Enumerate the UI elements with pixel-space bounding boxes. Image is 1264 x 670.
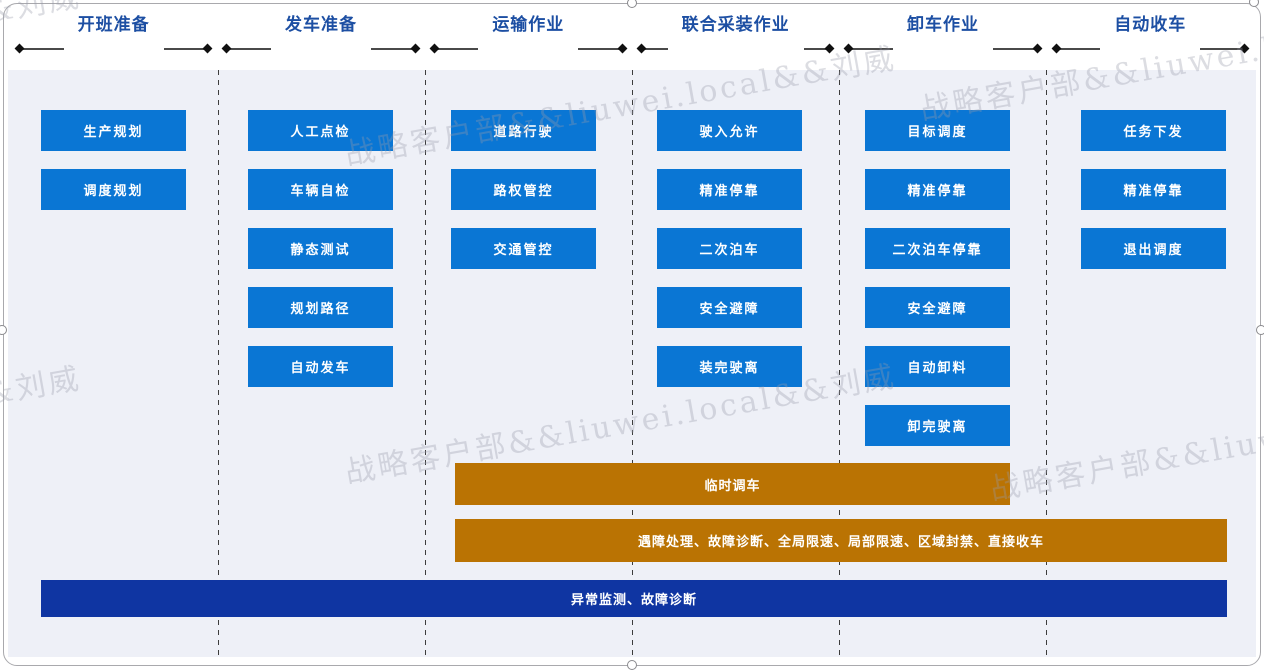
header-connector-line (230, 47, 271, 50)
step-box[interactable]: 退出调度 (1081, 228, 1226, 269)
selection-handle-bottom[interactable] (627, 660, 637, 670)
step-box[interactable]: 精准停靠 (657, 169, 802, 210)
diamond-endpoint-icon (1032, 43, 1043, 54)
step-box[interactable]: 静态测试 (248, 228, 393, 269)
phase-header-label: 卸车作业 (906, 15, 979, 34)
phase-header-rule: 开班准备 (14, 36, 213, 61)
step-box[interactable]: 驶入允许 (657, 110, 802, 151)
diamond-endpoint-icon (410, 43, 421, 54)
phase-header-rule: 发车准备 (221, 36, 421, 61)
phase-header-rule: 自动收车 (1051, 36, 1250, 61)
temporary-dispatch-bar[interactable]: 临时调车 (455, 463, 1010, 505)
column-divider (1046, 70, 1047, 657)
header-connector-line (371, 47, 412, 50)
step-box[interactable]: 交通管控 (451, 228, 596, 269)
step-box[interactable]: 自动卸料 (865, 346, 1010, 387)
header-connector-line (163, 47, 205, 50)
step-box[interactable]: 任务下发 (1081, 110, 1226, 151)
diamond-endpoint-icon (843, 43, 854, 54)
column-divider (425, 70, 426, 657)
diamond-endpoint-icon (429, 43, 440, 54)
diamond-endpoint-icon (824, 43, 835, 54)
diamond-endpoint-icon (221, 43, 232, 54)
step-box[interactable]: 二次泊车 (657, 228, 802, 269)
diamond-endpoint-icon (617, 43, 628, 54)
phase-header-label: 联合采装作业 (681, 15, 790, 34)
diamond-endpoint-icon (202, 43, 213, 54)
phase-header[interactable]: 联合采装作业 联合采装作业 (632, 10, 839, 54)
phase-column-loading: 驶入允许 精准停靠 二次泊车 安全避障 装完驶离 (657, 110, 802, 387)
header-connector-line (992, 47, 1034, 50)
step-box[interactable]: 安全避障 (865, 287, 1010, 328)
phase-column-unloading: 目标调度 精准停靠 二次泊车停靠 安全避障 自动卸料 卸完驶离 (865, 110, 1010, 446)
header-connector-line (1200, 47, 1241, 50)
phase-column-departure: 人工点检 车辆自检 静态测试 规划路径 自动发车 (248, 110, 393, 387)
step-box[interactable]: 卸完驶离 (865, 405, 1010, 446)
step-box[interactable]: 规划路径 (248, 287, 393, 328)
step-box[interactable]: 车辆自检 (248, 169, 393, 210)
step-box[interactable]: 人工点检 (248, 110, 393, 151)
step-box[interactable]: 路权管控 (451, 169, 596, 210)
step-box[interactable]: 道路行驶 (451, 110, 596, 151)
diamond-endpoint-icon (1239, 43, 1250, 54)
step-box[interactable]: 精准停靠 (1081, 169, 1226, 210)
selection-handle-right[interactable] (1256, 325, 1264, 335)
phase-header[interactable]: 卸车作业 卸车作业 (839, 10, 1046, 54)
monitoring-bar[interactable]: 异常监测、故障诊断 (41, 580, 1227, 617)
phase-header-rule: 卸车作业 (843, 36, 1043, 61)
phase-column-transport: 道路行驶 路权管控 交通管控 (451, 110, 596, 269)
step-box[interactable]: 生产规划 (41, 110, 186, 151)
step-box[interactable]: 自动发车 (248, 346, 393, 387)
selection-handle-top[interactable] (627, 0, 637, 8)
column-divider (839, 70, 840, 657)
phase-header[interactable]: 开班准备 开班准备 (10, 10, 217, 54)
phase-header-rule: 运输作业 (429, 36, 628, 61)
phase-header[interactable]: 自动收车 自动收车 (1047, 10, 1254, 54)
selection-handle-left[interactable] (0, 325, 7, 335)
phase-header-row: 开班准备 开班准备 发车准备 发车准备 (10, 10, 1254, 54)
header-connector-line (23, 47, 64, 50)
exception-handling-bar[interactable]: 遇障处理、故障诊断、全局限速、局部限速、区域封禁、直接收车 (455, 519, 1227, 562)
header-connector-line (437, 47, 479, 50)
phase-header-rule: 联合采装作业 (636, 36, 835, 61)
phase-header[interactable]: 发车准备 发车准备 (217, 10, 424, 54)
selection-handle-top-right[interactable] (1249, 0, 1259, 7)
phase-header-label: 发车准备 (284, 15, 357, 34)
phase-column-prep: 生产规划 调度规划 (41, 110, 186, 210)
column-divider (632, 70, 633, 657)
step-box[interactable]: 安全避障 (657, 287, 802, 328)
phase-header-label: 自动收车 (1114, 15, 1187, 34)
column-divider (218, 70, 219, 657)
step-box[interactable]: 目标调度 (865, 110, 1010, 151)
step-box[interactable]: 调度规划 (41, 169, 186, 210)
step-box[interactable]: 精准停靠 (865, 169, 1010, 210)
header-connector-line (644, 47, 668, 50)
phase-header-label: 开班准备 (77, 15, 150, 34)
phase-header-label: 运输作业 (492, 15, 565, 34)
phase-column-return: 任务下发 精准停靠 退出调度 (1081, 110, 1226, 269)
header-connector-line (578, 47, 619, 50)
header-connector-line (1059, 47, 1101, 50)
step-box[interactable]: 装完驶离 (657, 346, 802, 387)
diamond-endpoint-icon (636, 43, 647, 54)
phase-header[interactable]: 运输作业 运输作业 (425, 10, 632, 54)
diamond-endpoint-icon (14, 43, 25, 54)
header-connector-line (852, 47, 893, 50)
header-connector-line (803, 47, 827, 50)
step-box[interactable]: 二次泊车停靠 (865, 228, 1010, 269)
diamond-endpoint-icon (1051, 43, 1062, 54)
